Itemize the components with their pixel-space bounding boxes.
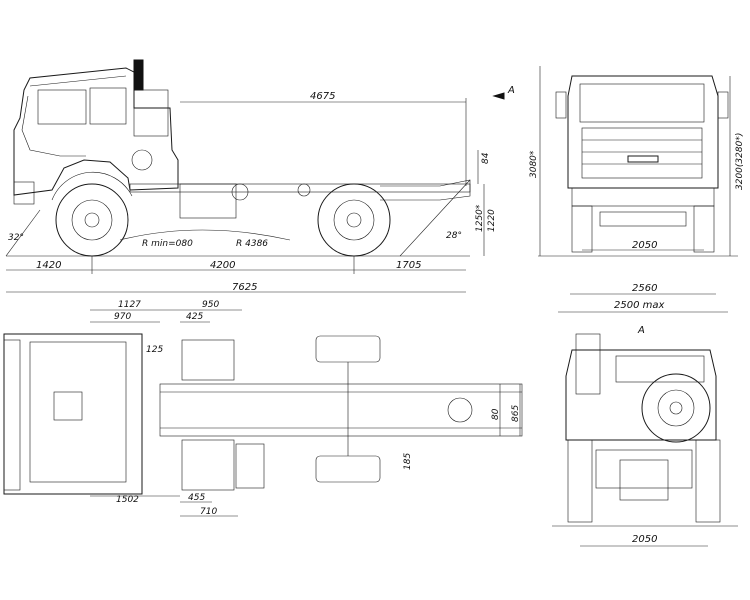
front-wheel xyxy=(55,183,129,257)
top-rear-tire-lower xyxy=(315,455,381,483)
dim-text-4675: 4675 xyxy=(310,91,335,102)
rear-view: A 2050 xyxy=(552,325,738,547)
rear-tire-left xyxy=(567,439,593,523)
view-marker-a-rear: A xyxy=(637,325,645,336)
view-arrow-a xyxy=(492,92,505,100)
dim-text-1250: 1250* xyxy=(475,204,485,232)
front-view: 3080* 3200(3280*) 2050 2560 2500 max xyxy=(529,66,745,313)
dim-text-865: 865 xyxy=(511,405,521,422)
front-wheel-hub xyxy=(84,212,100,228)
top-spare-wheel xyxy=(447,397,473,423)
label-radius-front: R min=080 xyxy=(142,239,193,249)
top-fuel-tank xyxy=(181,439,235,491)
rear-tire-right xyxy=(695,439,721,523)
air-filter xyxy=(133,89,169,137)
cab-window xyxy=(37,89,87,125)
exhaust-stack xyxy=(133,59,144,91)
dim-text-7625: 7625 xyxy=(232,282,257,293)
cab-roof-line xyxy=(29,75,127,87)
dim-text-950: 950 xyxy=(202,300,219,310)
air-tank xyxy=(131,149,153,171)
view-marker-a-side: A xyxy=(507,85,515,96)
rear-wheel-hub xyxy=(346,212,362,228)
rear-cab-outline xyxy=(565,349,717,441)
top-bumper xyxy=(3,339,21,491)
rear-spare-hub xyxy=(669,401,683,415)
label-angle-front: 32° xyxy=(8,233,24,243)
dim-text-3080: 3080* xyxy=(529,150,539,178)
dim-text-3200: 3200(3280*) xyxy=(735,133,745,190)
rear-wheel-rim xyxy=(333,199,375,241)
approach-angle-line xyxy=(5,209,41,257)
mirror-left xyxy=(555,91,567,119)
turning-radius-arc xyxy=(119,229,291,241)
top-frame xyxy=(159,383,523,437)
front-axle xyxy=(599,211,687,227)
top-battery xyxy=(181,339,235,381)
front-wheel-rim xyxy=(71,199,113,241)
dim-text-1127: 1127 xyxy=(118,300,141,310)
label-angle-rear: 28° xyxy=(446,231,462,241)
rear-axle xyxy=(595,449,693,489)
fuel-tank xyxy=(179,183,237,219)
front-tire-right xyxy=(693,205,715,253)
rear-spare-rim xyxy=(657,389,695,427)
dim-text-84: 84 xyxy=(481,152,491,164)
front-bumper xyxy=(571,187,715,207)
dim-text-1220: 1220 xyxy=(487,209,497,232)
top-roof-hatch xyxy=(53,391,83,421)
dim-text-455: 455 xyxy=(188,493,205,503)
top-view: 1127 950 970 425 125 80 865 185 1502 455… xyxy=(3,300,523,517)
dim-text-970: 970 xyxy=(114,312,131,322)
dim-text-80: 80 xyxy=(491,408,501,420)
door-window xyxy=(89,87,127,125)
battery-box xyxy=(231,183,249,201)
rear-differential xyxy=(619,459,669,501)
side-view: 4675 1420 4200 1705 7625 84 1250* 1220 R… xyxy=(5,59,515,293)
front-grille xyxy=(581,127,703,179)
bumper xyxy=(13,181,35,205)
top-cab-outline xyxy=(3,333,143,495)
top-rear-tire-upper xyxy=(315,335,381,363)
dim-text-2050-rear: 2050 xyxy=(632,534,657,545)
dim-text-2050-front: 2050 xyxy=(632,240,657,251)
front-badge xyxy=(627,155,659,163)
dim-text-1705: 1705 xyxy=(396,260,421,271)
dim-text-185: 185 xyxy=(403,453,413,470)
dim-text-2500: 2500 max xyxy=(614,300,664,311)
rear-frame-end xyxy=(380,179,471,201)
dim-text-1420: 1420 xyxy=(36,260,61,271)
dim-text-4200: 4200 xyxy=(210,260,235,271)
dim-text-425: 425 xyxy=(186,312,203,322)
front-fender xyxy=(51,171,133,201)
rear-spare-wheel xyxy=(641,373,711,443)
dim-text-710: 710 xyxy=(200,507,217,517)
label-radius-rear: R 4386 xyxy=(236,239,268,249)
rear-exhaust xyxy=(575,333,601,395)
dim-text-2560: 2560 xyxy=(632,283,657,294)
rear-window xyxy=(615,355,705,383)
front-tire-left xyxy=(571,205,593,253)
top-cab-roof xyxy=(29,341,127,483)
front-windshield xyxy=(579,83,705,123)
departure-angle-line xyxy=(399,179,471,257)
front-cab-outline xyxy=(567,75,719,189)
mirror-right xyxy=(717,91,729,119)
top-air-tank xyxy=(235,443,265,489)
valve xyxy=(297,183,311,197)
cab-door-line xyxy=(21,95,86,157)
dim-text-1502: 1502 xyxy=(116,495,139,505)
cab-outline xyxy=(13,67,179,196)
rear-wheel xyxy=(317,183,391,257)
dim-text-125: 125 xyxy=(146,345,163,355)
